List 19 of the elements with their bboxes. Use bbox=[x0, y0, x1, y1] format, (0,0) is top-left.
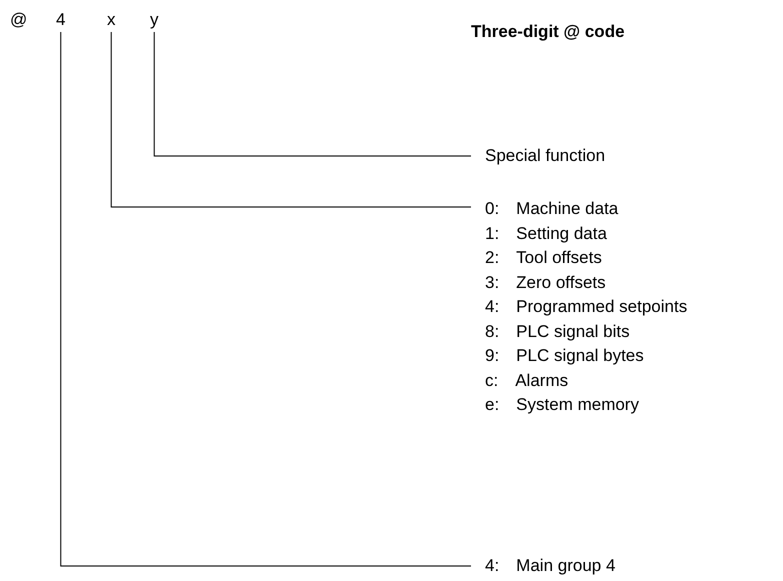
list-item: 8: PLC signal bits bbox=[485, 320, 631, 342]
list-item: 9: PLC signal bytes bbox=[485, 345, 645, 367]
list-item: 3: Zero offsets bbox=[485, 272, 607, 294]
group-label: 4: Main group 4 bbox=[485, 556, 616, 576]
code-character: y bbox=[150, 10, 158, 30]
heading: Three-digit @ code bbox=[471, 22, 625, 42]
list-item: 4: Programmed setpoints bbox=[485, 296, 688, 318]
list-item: 2: Tool offsets bbox=[485, 247, 603, 269]
code-digit: 4 bbox=[56, 10, 66, 30]
leader-line bbox=[60, 32, 472, 566]
code-character: @ bbox=[10, 10, 28, 30]
function-label: Special function bbox=[485, 146, 606, 166]
code-character: x bbox=[107, 10, 116, 30]
list-item: 0: Machine data bbox=[485, 198, 620, 220]
list-item: 1: Setting data bbox=[485, 222, 608, 244]
leader-line bbox=[154, 32, 472, 156]
leader-line bbox=[110, 32, 472, 208]
list-item: c: Alarms bbox=[485, 370, 570, 392]
list-item: e: System memory bbox=[485, 394, 640, 416]
